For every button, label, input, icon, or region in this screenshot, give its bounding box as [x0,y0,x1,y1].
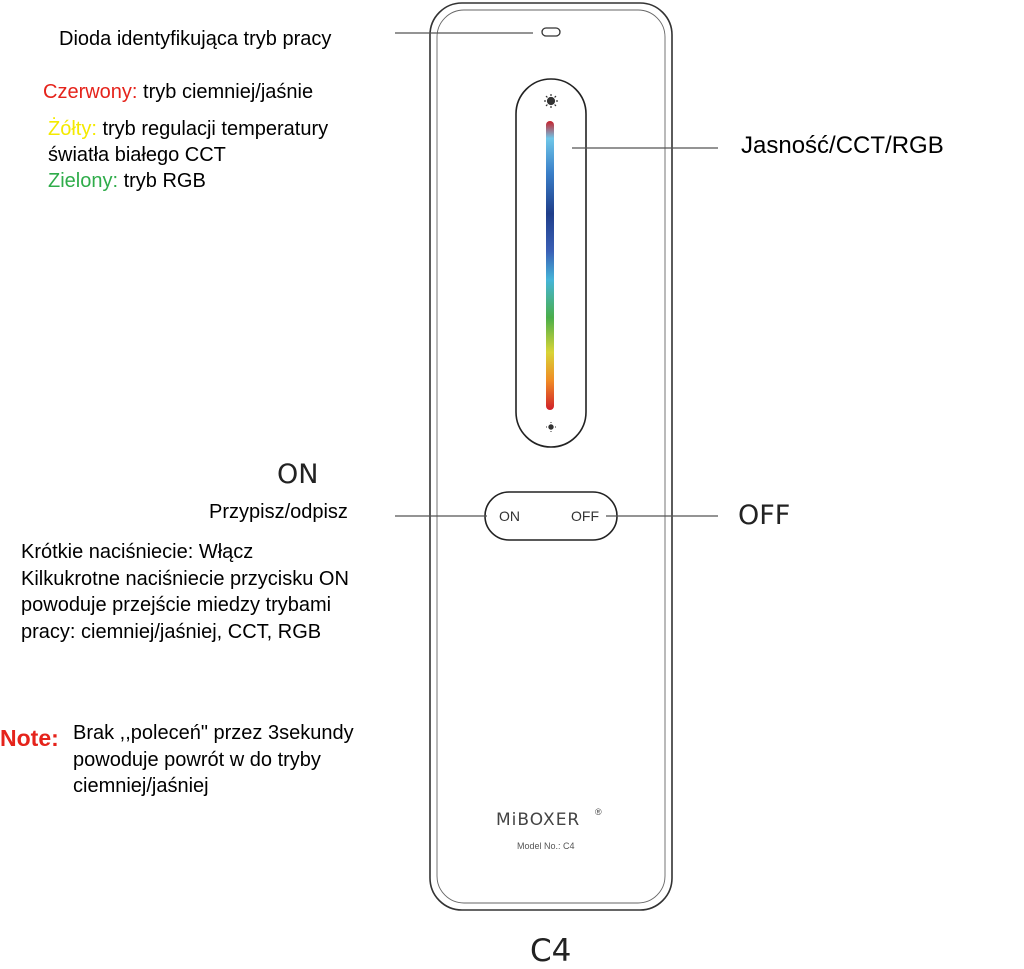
on-description: Krótkie naciśniecie: Włącz Kilkukrotne n… [21,539,349,645]
assign-label: Przypisz/odpisz [209,501,348,523]
mode-red-name: Czerwony: [43,81,138,103]
mode-red-desc: tryb ciemniej/jaśnie [137,81,314,103]
mode-green-desc: tryb RGB [118,170,206,192]
mode-red-line: Czerwony: tryb ciemniej/jaśnie [43,79,313,105]
rgb-strip [546,121,554,410]
mode-yellow-name: Żółty: [48,118,97,140]
note-body: Brak ,,poleceń" przez 3sekundy powoduje … [73,720,354,800]
note-line: ciemniej/jaśniej [73,775,209,797]
remote-on-button[interactable]: ON [499,508,520,524]
note-line: powoduje powrót w do tryby [73,748,321,771]
mode-led [541,27,561,37]
remote-model-number: Model No.: C4 [517,841,575,851]
brightness-high-icon [544,94,558,108]
mode-yellow-desc-2: światła białego CCT [48,144,226,166]
registered-mark: ® [595,807,602,817]
on-label: ON [277,459,319,490]
mode-green-name: Zielony: [48,170,119,192]
remote-off-button[interactable]: OFF [571,508,599,524]
slider-label: Jasność/CCT/RGB [741,132,944,159]
touch-slider[interactable] [515,78,587,448]
note-heading: Note: [0,725,59,751]
description-line: Krótkie naciśniecie: Włącz [21,541,254,563]
mode-yellow-desc: tryb regulacji temperatury [96,118,329,140]
mode-yellow-line: Żółty: tryb regulacji temperatury [48,116,328,142]
brightness-low-icon [546,422,556,432]
off-label: OFF [738,500,791,531]
mode-green-line: Zielony: tryb RGB [48,168,206,194]
remote-body [429,2,673,911]
description-line: pracy: ciemniej/jaśniej, CCT, RGB [21,620,322,643]
led-label: Dioda identyfikująca tryb pracy [59,28,332,50]
model-title: C4 [530,933,572,969]
description-line: Kilkukrotne naciśniecie przycisku ON [21,567,349,590]
note-line: Brak ,,poleceń" przez 3sekundy [73,722,354,744]
brand-logo: MiBOXER [496,810,581,830]
description-line: powoduje przejście miedzy trybami [21,594,332,616]
